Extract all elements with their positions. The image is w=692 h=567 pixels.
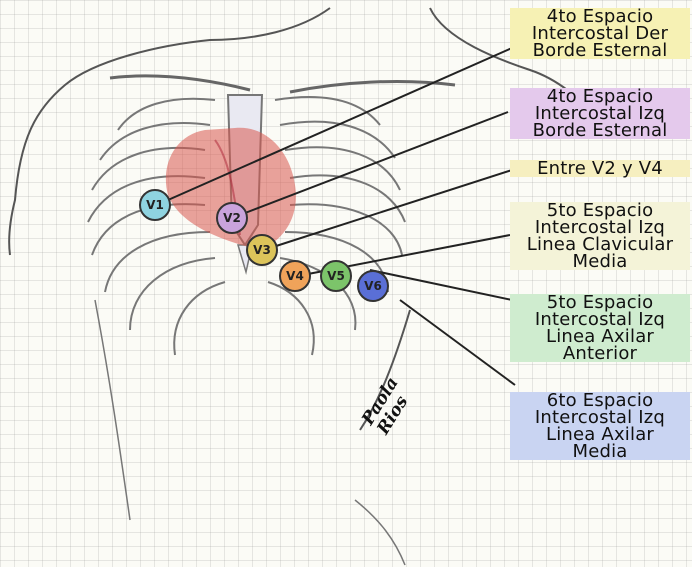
- label-v1-line-3: Borde Esternal: [510, 42, 690, 59]
- label-v1-position: 4to Espacio Intercostal Der Borde Estern…: [510, 8, 690, 59]
- label-v4-position: 5to Espacio Intercostal Izq Linea Clavic…: [510, 202, 690, 270]
- label-v6-line-4: Media: [510, 443, 690, 460]
- electrode-v1-label: V1: [146, 198, 164, 212]
- electrode-v3-label: V3: [253, 243, 271, 257]
- label-v5-position: 5to Espacio Intercostal Izq Linea Axilar…: [510, 294, 690, 362]
- label-v5-line-4: Anterior: [510, 345, 690, 362]
- electrode-v5-label: V5: [327, 269, 345, 283]
- label-v4-line-4: Media: [510, 253, 690, 270]
- electrode-v4-label: V4: [286, 269, 304, 283]
- electrode-v6-label: V6: [364, 279, 382, 293]
- label-v3-position: Entre V2 y V4: [510, 160, 690, 177]
- electrode-v2-label: V2: [223, 211, 241, 225]
- label-v2-position: 4to Espacio Intercostal Izq Borde Estern…: [510, 88, 690, 139]
- label-v3-line-1: Entre V2 y V4: [510, 160, 690, 177]
- label-v2-line-3: Borde Esternal: [510, 122, 690, 139]
- label-v6-position: 6to Espacio Intercostal Izq Linea Axilar…: [510, 392, 690, 460]
